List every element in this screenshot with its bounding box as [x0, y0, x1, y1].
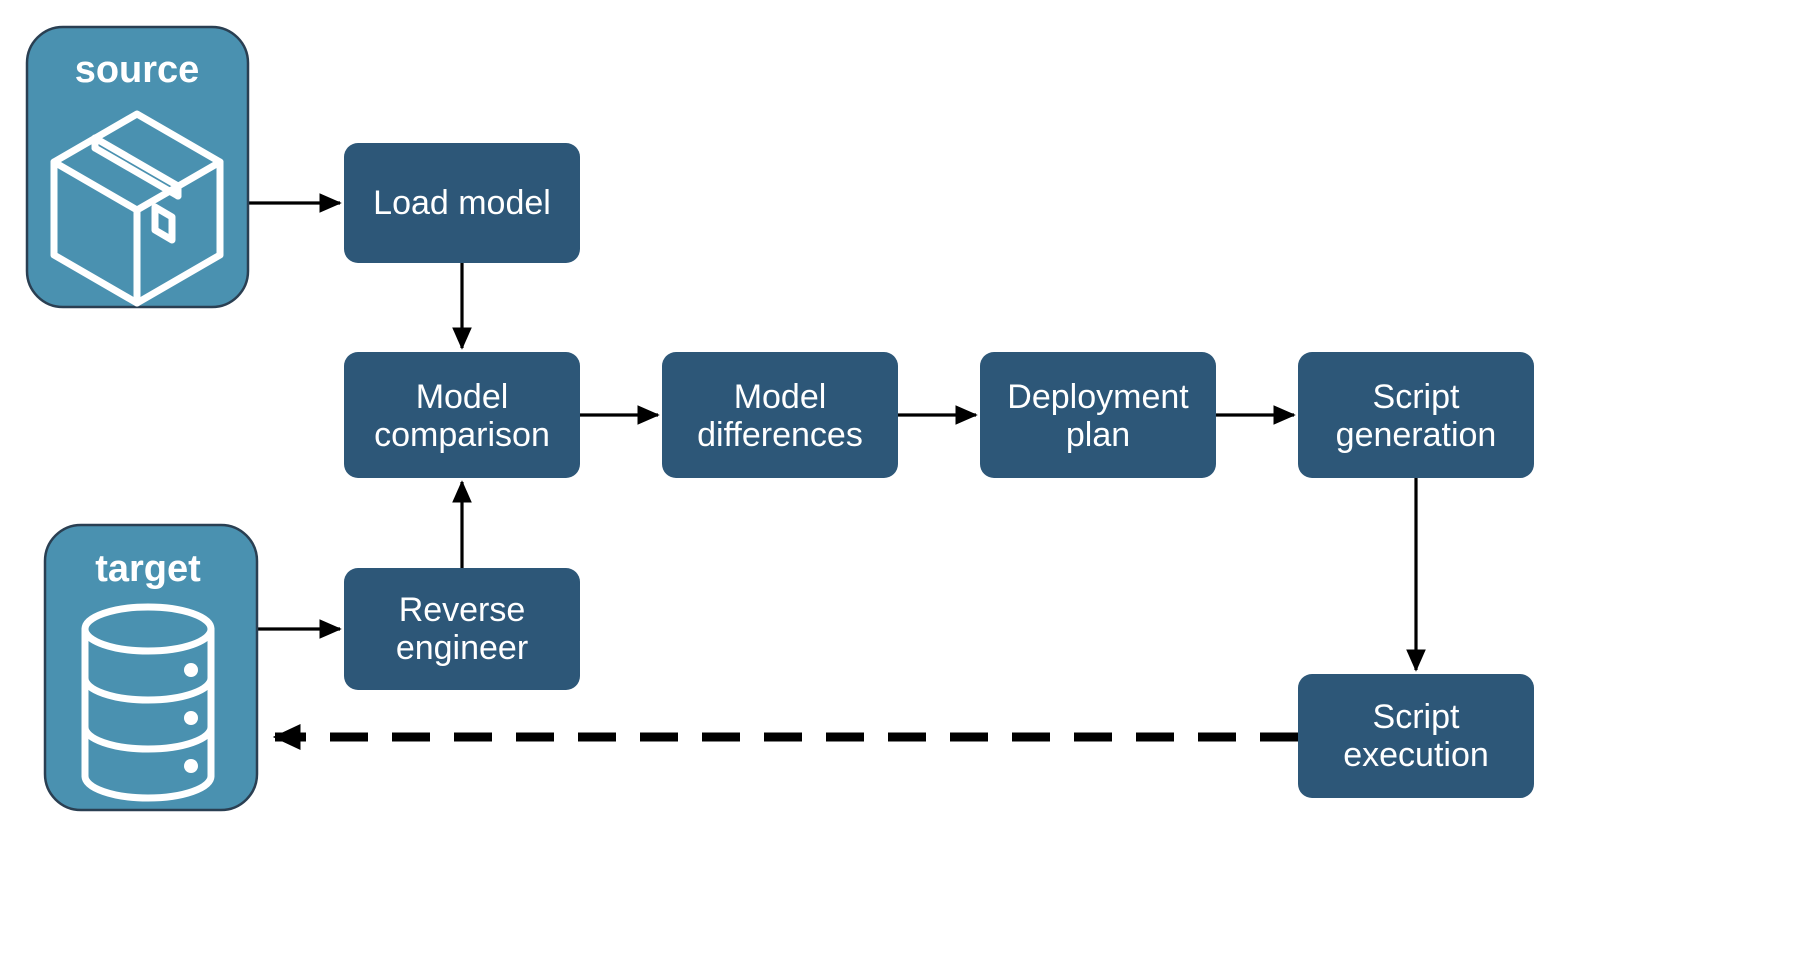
process-load-model[interactable]: Load model: [344, 143, 580, 263]
database-status-dot: [184, 711, 198, 725]
endpoint-source[interactable]: source: [25, 25, 250, 309]
endpoint-target[interactable]: target: [43, 523, 259, 812]
process-model-comparison-label-line-2: comparison: [374, 416, 550, 454]
process-model-comparison-box[interactable]: [344, 352, 580, 478]
process-script-generation-box[interactable]: [1298, 352, 1534, 478]
process-reverse-engineer-label-line-1: Reverse: [399, 591, 526, 629]
process-script-generation[interactable]: Script generation: [1298, 352, 1534, 478]
process-deployment-plan-box[interactable]: [980, 352, 1216, 478]
process-reverse-engineer[interactable]: Reverse engineer: [344, 568, 580, 690]
process-model-differences-box[interactable]: [662, 352, 898, 478]
process-model-comparison[interactable]: Model comparison: [344, 352, 580, 478]
database-cylinder-icon: [81, 603, 215, 802]
process-script-generation-label-line-2: generation: [1336, 416, 1497, 454]
process-model-differences-label-line-2: differences: [697, 416, 863, 454]
process-model-differences-label-line-1: Model: [734, 378, 827, 416]
connector-layer: [248, 193, 1426, 751]
process-model-differences[interactable]: Model differences: [662, 352, 898, 478]
process-script-execution-label-line-1: Script: [1373, 698, 1460, 736]
package-box-icon: [50, 110, 224, 307]
endpoint-source-card[interactable]: [25, 25, 250, 309]
process-deployment-plan-label-line-1: Deployment: [1007, 378, 1189, 416]
process-deployment-plan-label-line-2: plan: [1066, 416, 1130, 454]
endpoint-target-label: target: [95, 548, 201, 590]
process-script-generation-label-line-1: Script: [1373, 378, 1460, 416]
process-script-execution-label-line-2: execution: [1343, 736, 1489, 774]
process-script-execution-box[interactable]: [1298, 674, 1534, 798]
process-deployment-plan[interactable]: Deployment plan: [980, 352, 1216, 478]
process-reverse-engineer-box[interactable]: [344, 568, 580, 690]
database-status-dot: [184, 663, 198, 677]
endpoint-source-label: source: [75, 49, 200, 91]
process-load-model-box[interactable]: [344, 143, 580, 263]
database-status-dot: [184, 759, 198, 773]
process-model-comparison-label-line-1: Model: [416, 378, 509, 416]
process-reverse-engineer-label-line-2: engineer: [396, 629, 528, 667]
process-script-execution[interactable]: Script execution: [1298, 674, 1534, 798]
process-load-model-label-line-1: Load model: [373, 184, 551, 222]
